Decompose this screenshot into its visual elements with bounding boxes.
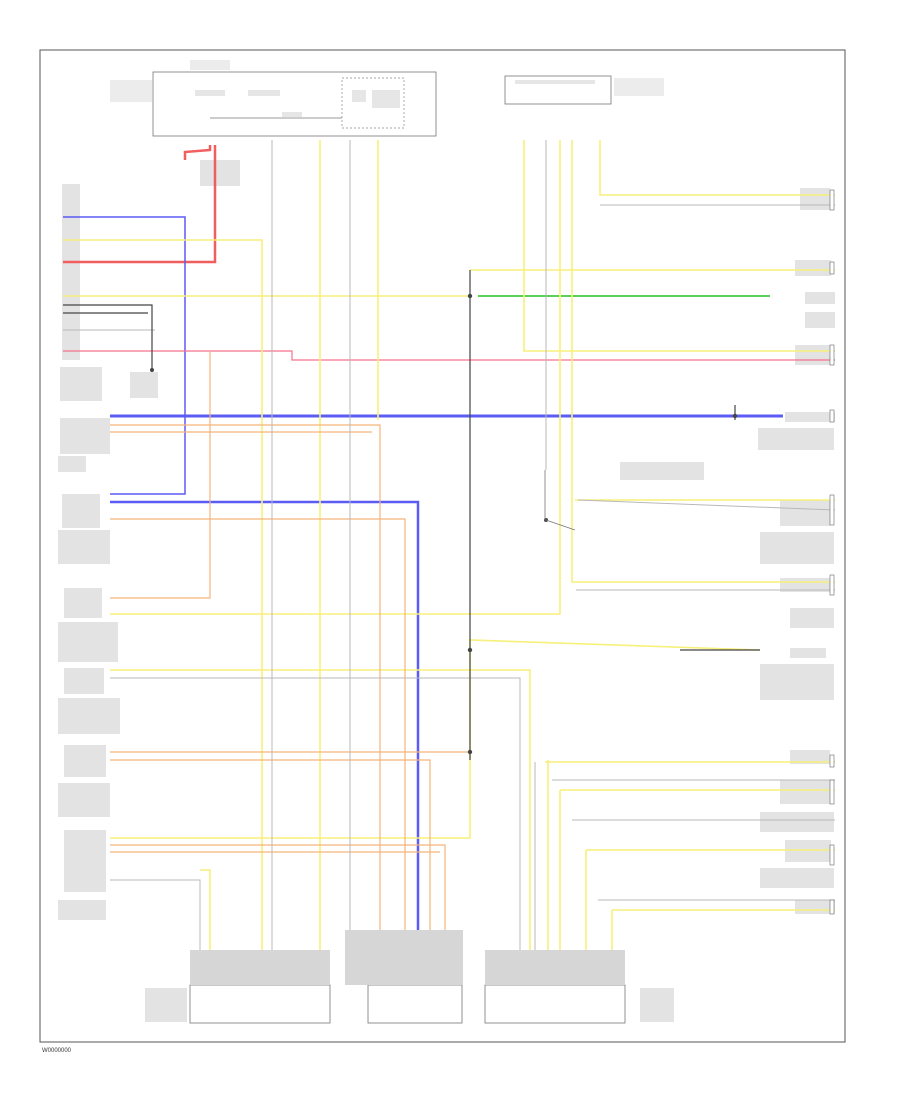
- blue-wire-lower: [110, 500, 420, 970]
- top-left-module-box: [110, 60, 437, 137]
- left-connector-labels: [58, 160, 240, 920]
- figure-id: W0000000: [42, 1048, 72, 1054]
- top-right-module-box: [504, 75, 664, 105]
- diagram-frame: [39, 49, 846, 1043]
- ground-symbols: [544, 470, 576, 531]
- yellow-wires: [63, 140, 835, 970]
- right-connector-labels: [145, 188, 835, 1022]
- right-edge-pins: [829, 189, 835, 915]
- gray-wires: [63, 140, 836, 970]
- red-power-wire: [63, 145, 217, 264]
- black-wires: [63, 270, 760, 760]
- pink-wire: [63, 350, 835, 361]
- splice-points: [150, 293, 738, 755]
- bottom-connectors: [189, 930, 626, 1024]
- blue-wire-upper: [63, 216, 186, 495]
- orange-wires: [110, 352, 470, 970]
